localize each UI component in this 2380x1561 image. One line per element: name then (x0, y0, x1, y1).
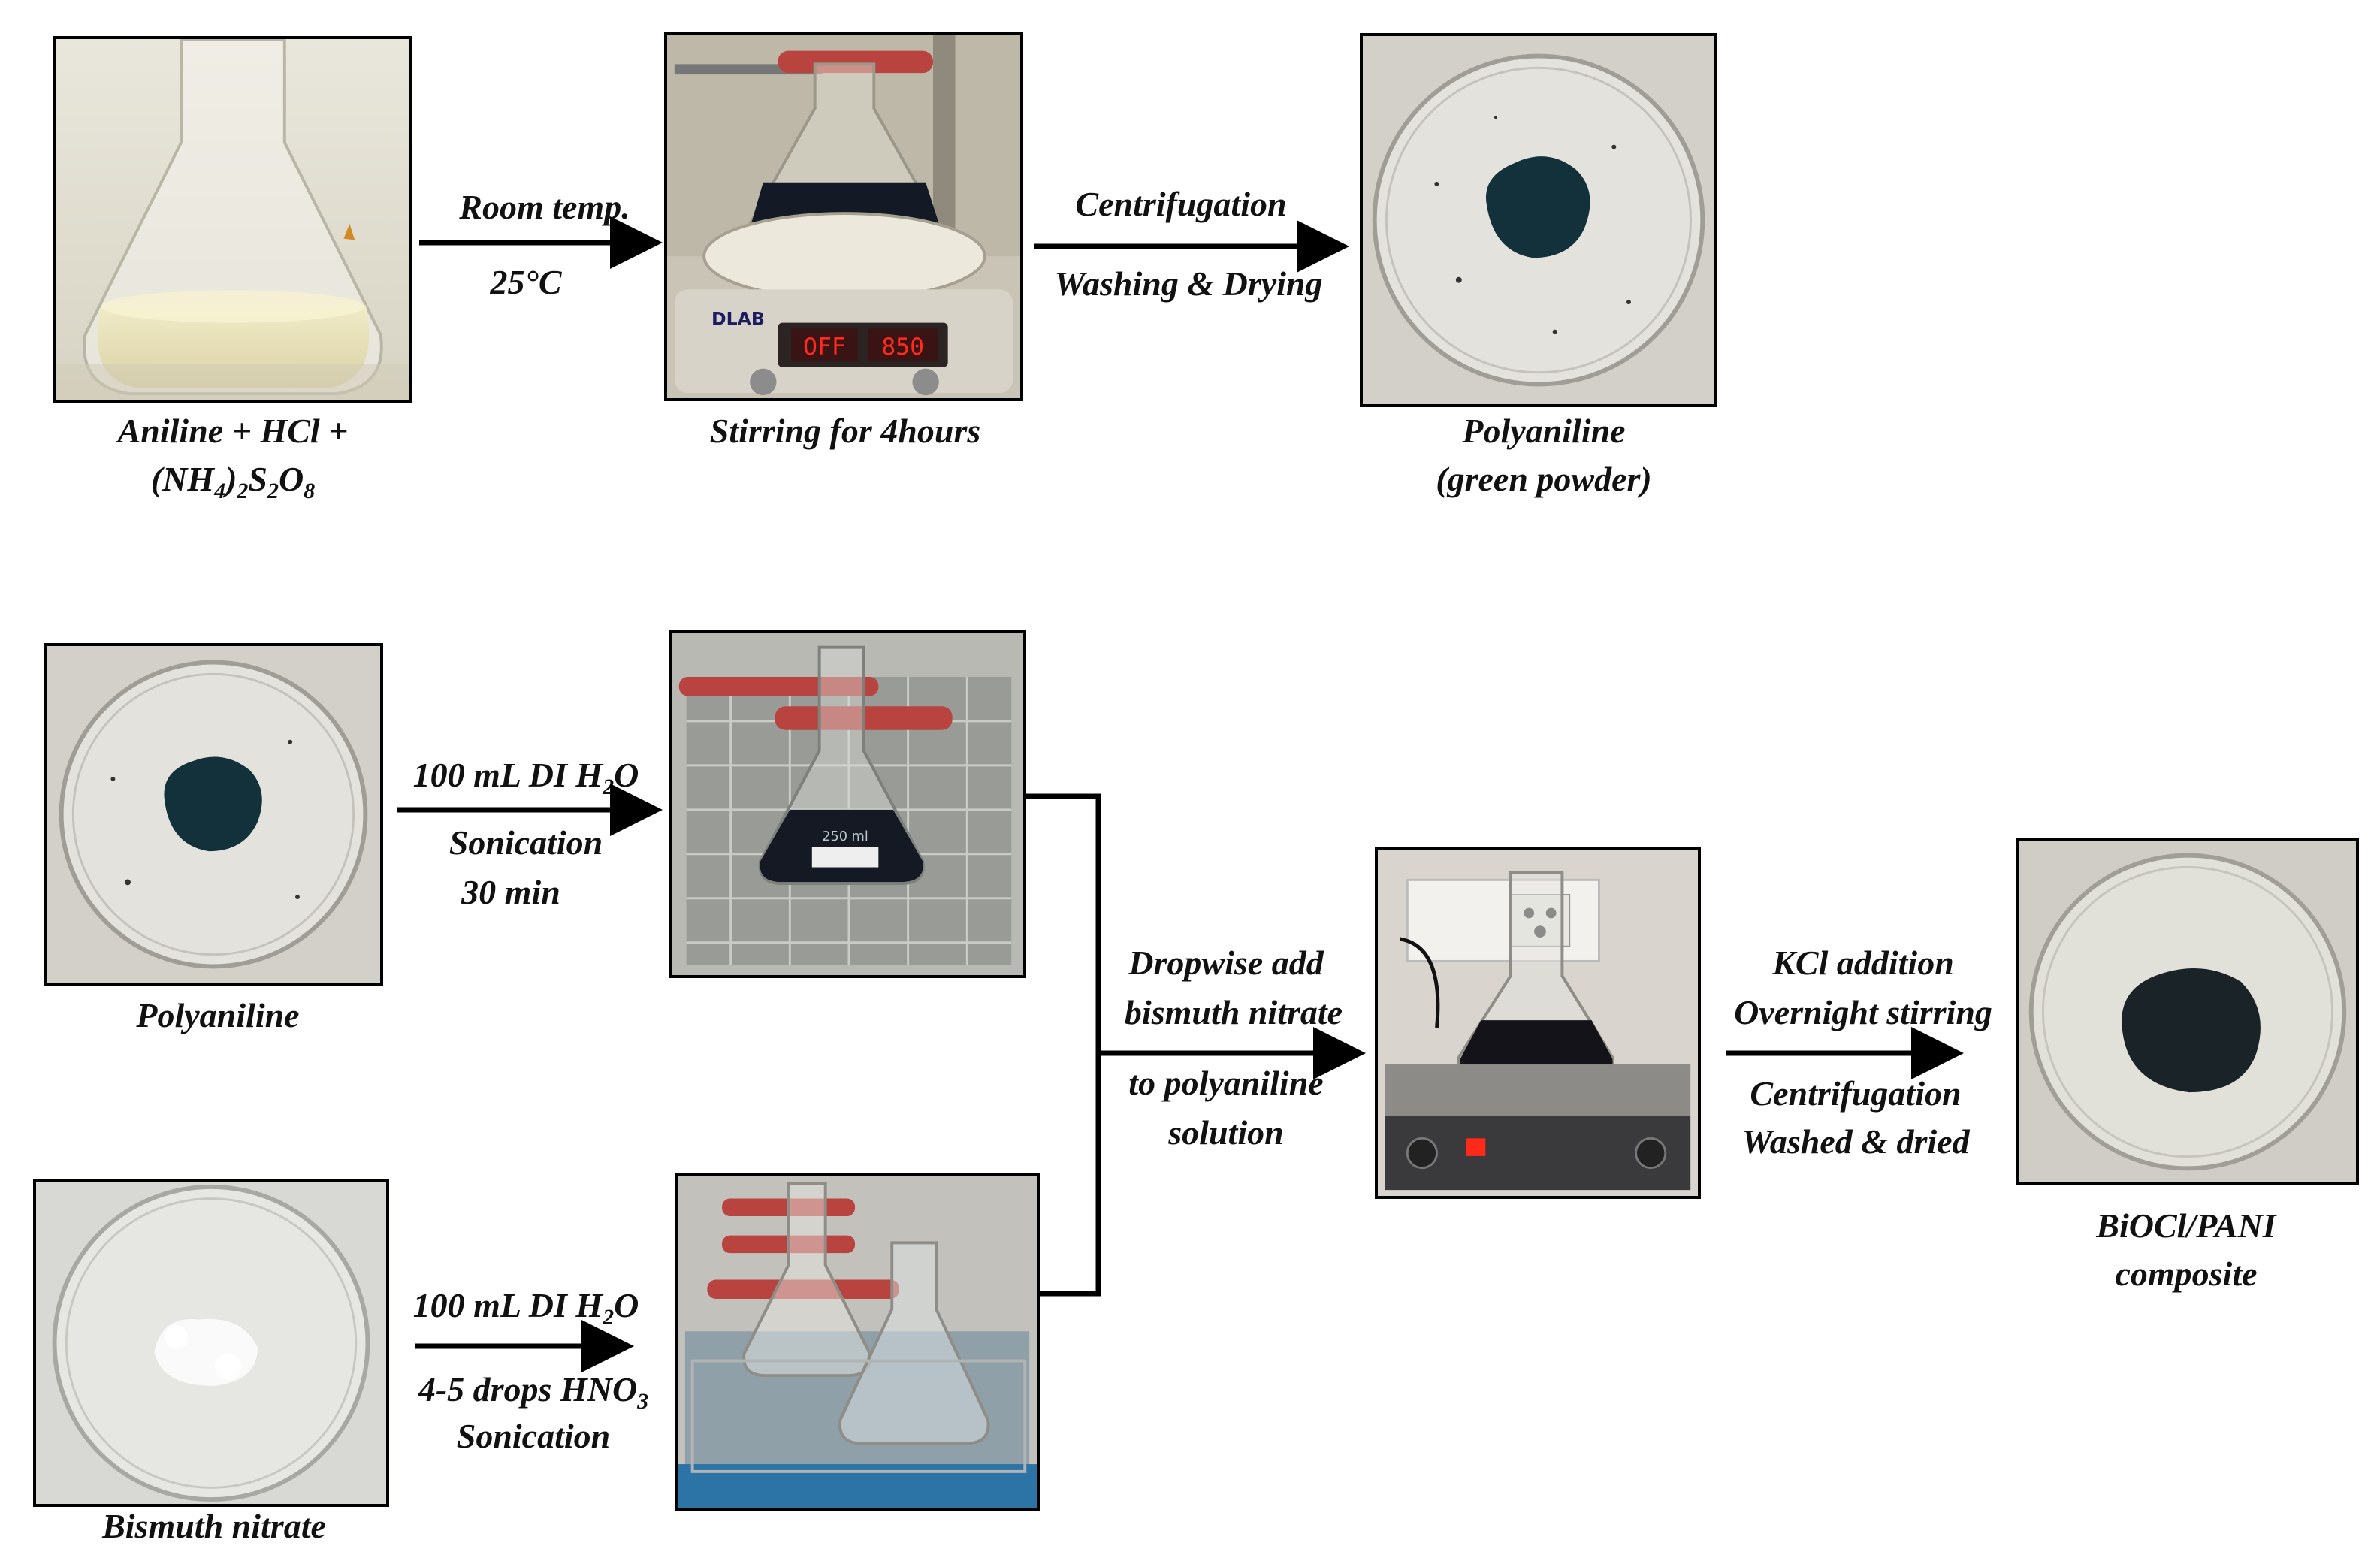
aniline-caption: Aniline + HCl + (NH4)2S2O8 (30, 407, 436, 503)
merge-connector (1026, 793, 1101, 1297)
row2-arrow-bottom-label-1: Sonication (449, 823, 603, 862)
polyaniline-green-caption: Polyaniline (green powder) (1333, 407, 1754, 503)
svg-text:OFF: OFF (803, 334, 846, 361)
photo-polyaniline-dish-2 (44, 643, 383, 986)
photo-polyaniline-dish (1360, 33, 1717, 407)
photo-bi-sonication (675, 1173, 1040, 1511)
photo-biocl-pani-composite (2016, 838, 2359, 1185)
row3-arrow-top-label: 100 mL DI H2O (412, 1286, 639, 1330)
merge-label-line2: bismuth nitrate (1124, 993, 1343, 1031)
aniline-caption-formula: (NH4)2S2O8 (150, 460, 316, 503)
arrow2-top-label: Centrifugation (1075, 185, 1287, 223)
merge-label-line3: to polyaniline (1128, 1064, 1324, 1102)
row3-arrow-bottom-label-1: 4-5 drops HNO3 (418, 1370, 649, 1414)
composite-caption-line2: composite (2115, 1255, 2258, 1293)
aniline-caption-line1: Aniline + HCl + (117, 412, 349, 450)
composite-caption: BiOCl/PANI composite (1983, 1202, 2380, 1298)
final-arrow-bottom-line1: Centrifugation (1750, 1074, 1962, 1113)
row3-arrow-bottom-label-2: Sonication (456, 1417, 611, 1455)
row2-arrow-bottom-label-2: 30 min (461, 873, 560, 911)
photo-mixing-hotplate (1375, 847, 1701, 1199)
merge-label-line4: solution (1168, 1113, 1284, 1152)
polyaniline-green-caption-line2: (green powder) (1436, 460, 1652, 498)
svg-text:DLAB: DLAB (711, 309, 765, 330)
final-arrow-bottom-line2: Washed & dried (1741, 1122, 1970, 1161)
photo-stirring-hotplate: OFF 850 DLAB (664, 32, 1023, 401)
bismuth-nitrate-caption: Bismuth nitrate (102, 1507, 326, 1545)
row2-arrow-top-label: 100 mL DI H2O (412, 756, 639, 799)
arrow1-top-label: Room temp. (459, 188, 630, 226)
merge-label-line1: Dropwise add (1128, 944, 1324, 982)
composite-caption-line1: BiOCl/PANI (2096, 1206, 2276, 1245)
photo-bismuth-nitrate-dish (33, 1179, 389, 1507)
final-arrow-top-line1: KCl addition (1772, 944, 1954, 982)
svg-text:850: 850 (881, 334, 924, 361)
polyaniline-caption: Polyaniline (136, 996, 300, 1034)
photo-pani-sonication: 250 ml (669, 630, 1026, 978)
arrow2-bottom-label: Washing & Drying (1054, 264, 1323, 303)
stirring-caption: Stirring for 4hours (709, 412, 981, 450)
final-arrow-top-line2: Overnight stirring (1734, 993, 1992, 1031)
svg-text:250 ml: 250 ml (822, 829, 868, 844)
polyaniline-green-caption-line1: Polyaniline (1462, 412, 1626, 450)
photo-aniline-flask (53, 36, 412, 403)
arrow1-bottom-label: 25°C (490, 263, 562, 301)
